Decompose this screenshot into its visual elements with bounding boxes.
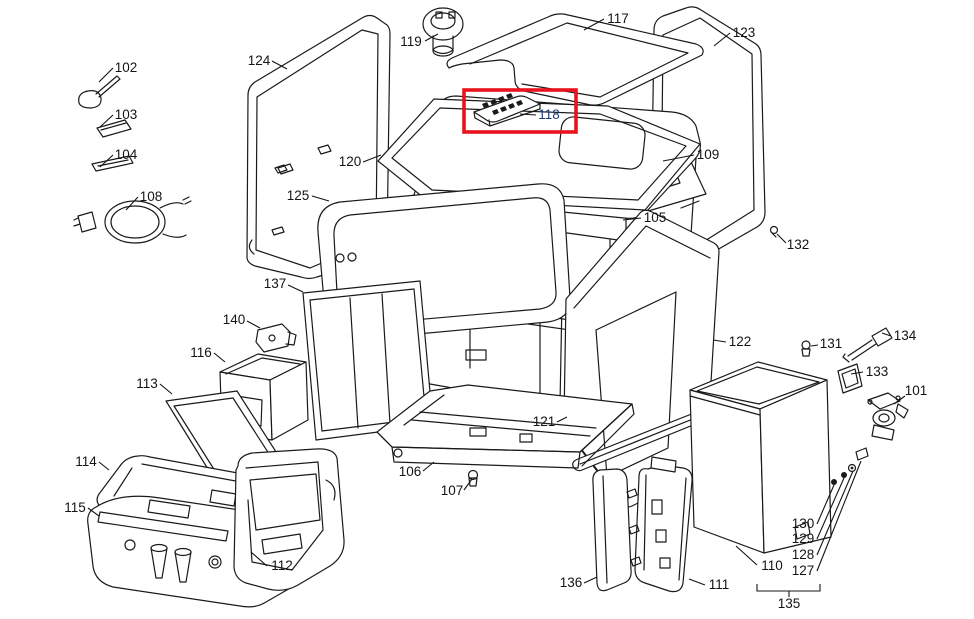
part-label-132: 132: [787, 237, 810, 252]
part-label-103: 103: [115, 107, 138, 122]
part-102-scoop-drawing: [78, 75, 121, 109]
part-107-foot-drawing: [467, 469, 479, 487]
part-label-129: 129: [792, 531, 815, 546]
part-134-cable-drawing: [842, 327, 893, 363]
part-label-128: 128: [792, 547, 815, 562]
part-132-screw-drawing: [769, 225, 779, 238]
part-label-113: 113: [136, 376, 158, 391]
part-135-bracket-drawing: [756, 584, 821, 597]
part-label-110: 110: [761, 558, 783, 573]
part-label-133: 133: [866, 364, 889, 379]
part-label-108: 108: [140, 189, 163, 204]
part-label-104: 104: [115, 147, 138, 162]
part-112-inner-tray-drawing: [233, 448, 345, 591]
part-label-135: 135: [778, 596, 801, 611]
part-106-base-drawing: [376, 384, 635, 469]
part-label-122: 122: [729, 334, 752, 349]
highlight-box-118: [462, 88, 578, 134]
part-label-106: 106: [399, 464, 422, 479]
part-label-111: 111: [709, 577, 730, 592]
part-108-power-cord-drawing: [73, 196, 192, 244]
part-label-109: 109: [697, 147, 720, 162]
part-label-120: 120: [339, 154, 362, 169]
part-label-114: 114: [75, 454, 97, 469]
part-label-127: 127: [792, 563, 815, 578]
part-label-115: 115: [64, 500, 86, 515]
part-118-connector-drawing: [473, 93, 541, 127]
leader-lines: [87, 18, 906, 586]
part-label-136: 136: [560, 575, 583, 590]
part-133-plate-drawing: [837, 363, 863, 394]
part-label-112: 112: [271, 558, 293, 573]
part-label-119: 119: [400, 34, 422, 49]
part-label-137: 137: [264, 276, 287, 291]
parts-127-130-seals-drawing: [831, 447, 869, 485]
part-140-latch-drawing: [255, 323, 297, 353]
part-136-side-trim-drawing: [592, 468, 642, 592]
part-label-123: 123: [733, 25, 756, 40]
part-131-screw-drawing: [801, 340, 811, 357]
part-label-130: 130: [792, 516, 815, 531]
part-label-118-highlighted: 118: [538, 107, 560, 122]
part-label-125: 125: [287, 188, 310, 203]
part-label-117: 117: [607, 11, 629, 26]
part-110-water-tank-drawing: [689, 361, 832, 554]
part-103-strip-drawing: [96, 119, 132, 138]
part-label-102: 102: [115, 60, 138, 75]
part-104-strip-drawing: [91, 155, 134, 172]
part-label-105: 105: [644, 210, 667, 225]
part-label-124: 124: [248, 53, 271, 68]
part-111-tank-panel-drawing: [634, 456, 693, 593]
part-label-101: 101: [905, 383, 928, 398]
part-label-131: 131: [820, 336, 843, 351]
part-label-116: 116: [190, 345, 212, 360]
part-label-134: 134: [894, 328, 917, 343]
part-label-140: 140: [223, 312, 246, 327]
part-label-107: 107: [441, 483, 464, 498]
part-label-121: 121: [533, 414, 556, 429]
part-119-knob-drawing: [422, 7, 464, 57]
part-101-pump-drawing: [867, 392, 909, 441]
